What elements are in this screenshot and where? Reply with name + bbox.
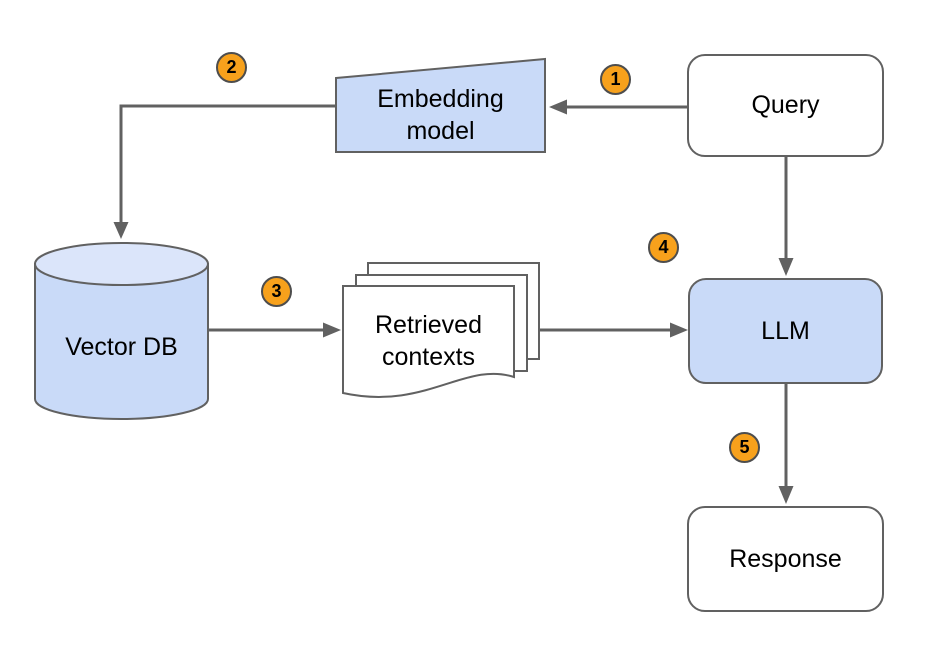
edge-embedding-to-vectordb xyxy=(113,104,336,239)
step-badge-1-number: 1 xyxy=(610,69,621,89)
node-retrieved-contexts-label: Retrieved contexts xyxy=(375,310,482,372)
node-query-label: Query xyxy=(751,91,820,120)
edge-vectordb-to-contexts xyxy=(208,322,341,338)
cylinder-top xyxy=(34,242,209,286)
edge-llm-to-response xyxy=(778,384,794,504)
step-badge-5-number: 5 xyxy=(739,437,750,457)
step-badge-2: 2 xyxy=(216,52,247,83)
step-badge-4: 4 xyxy=(648,232,679,263)
embedding-model-shape xyxy=(335,57,546,153)
step-badge-2-number: 2 xyxy=(226,57,237,77)
edge-contexts-to-llm xyxy=(540,322,688,338)
node-vector-db-label: Vector DB xyxy=(65,332,178,361)
edge-query-to-llm xyxy=(778,157,794,276)
step-badge-3: 3 xyxy=(261,276,292,307)
arrowhead-down-icon xyxy=(778,258,794,276)
arrowhead-right-icon xyxy=(323,322,341,338)
step-badge-5: 5 xyxy=(729,432,760,463)
step-badge-3-number: 3 xyxy=(271,281,282,301)
node-llm-label: LLM xyxy=(761,316,810,345)
arrowhead-down-icon xyxy=(778,486,794,504)
node-vector-db: Vector DB xyxy=(35,322,208,372)
arrowhead-right-icon xyxy=(670,322,688,338)
step-badge-1: 1 xyxy=(600,64,631,95)
cylinder-body xyxy=(34,263,209,420)
node-response-label: Response xyxy=(729,544,842,573)
edge-query-to-embedding xyxy=(549,99,687,115)
node-embedding-model: Embedding model xyxy=(336,78,545,152)
node-retrieved-contexts: Retrieved contexts xyxy=(343,288,514,394)
document-front xyxy=(342,285,515,398)
arrowhead-left-icon xyxy=(549,99,567,115)
node-llm: LLM xyxy=(688,278,883,384)
node-embedding-model-label: Embedding model xyxy=(377,84,504,146)
node-response: Response xyxy=(687,506,884,612)
vector-db-cylinder xyxy=(34,242,209,420)
step-badge-4-number: 4 xyxy=(658,237,669,257)
node-query: Query xyxy=(687,54,884,157)
edge-elbow-line xyxy=(119,104,336,223)
arrowhead-down-icon xyxy=(113,222,129,239)
document-stack xyxy=(342,262,540,398)
